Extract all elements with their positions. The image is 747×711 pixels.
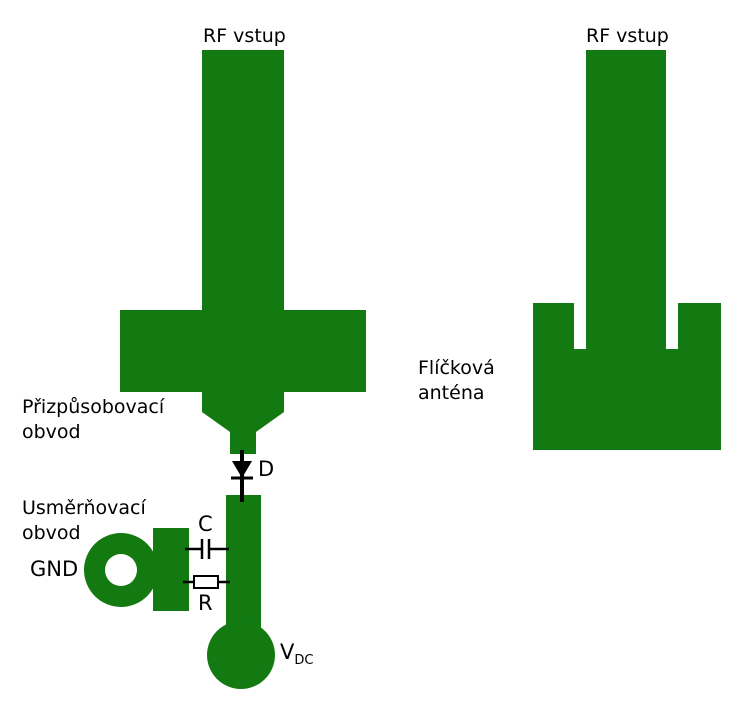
matching-cross-bar [120, 310, 366, 392]
vdc-label: VDC [280, 640, 313, 668]
gnd-ring-hole [105, 554, 137, 586]
rectifier-label-line2: obvod [22, 522, 81, 544]
right-rf-input-label: RF vstup [586, 25, 669, 47]
diode-label: D [258, 457, 275, 481]
matching-label-line1: Přizpůsobovací [22, 396, 165, 418]
matching-taper [202, 390, 284, 432]
left-patch-structure [120, 50, 366, 454]
left-rf-input-label: RF vstup [203, 25, 286, 47]
gnd-label: GND [30, 557, 79, 581]
rectifier-label-line1: Usměrňovací [22, 497, 146, 519]
rectifier-circuit-label: Usměrňovací obvod [22, 496, 146, 546]
patch-antenna [533, 303, 721, 450]
resistor-symbol [183, 575, 230, 589]
gnd-block [153, 528, 189, 611]
patch-antenna-label: Flíčková anténa [418, 356, 495, 406]
matching-circuit-label: Přizpůsobovací obvod [22, 395, 164, 445]
rectifier-structure [207, 495, 275, 689]
gnd-structure [84, 528, 189, 611]
matching-label-line2: obvod [22, 421, 81, 443]
patch-label-line2: anténa [418, 382, 485, 404]
vdc-label-main: V [280, 640, 295, 664]
vdc-label-sub: DC [294, 653, 314, 668]
diode-symbol [231, 450, 253, 502]
right-patch-structure [533, 50, 721, 450]
capacitor-label: C [198, 512, 213, 536]
resistor-label: R [198, 591, 213, 615]
vdc-pad [207, 621, 275, 689]
patch-label-line1: Flíčková [418, 357, 495, 379]
rectifier-trace [226, 495, 261, 635]
diode-triangle [232, 461, 252, 478]
right-feed-line [586, 50, 666, 350]
left-feed-line [202, 50, 284, 312]
capacitor-symbol [185, 539, 229, 559]
